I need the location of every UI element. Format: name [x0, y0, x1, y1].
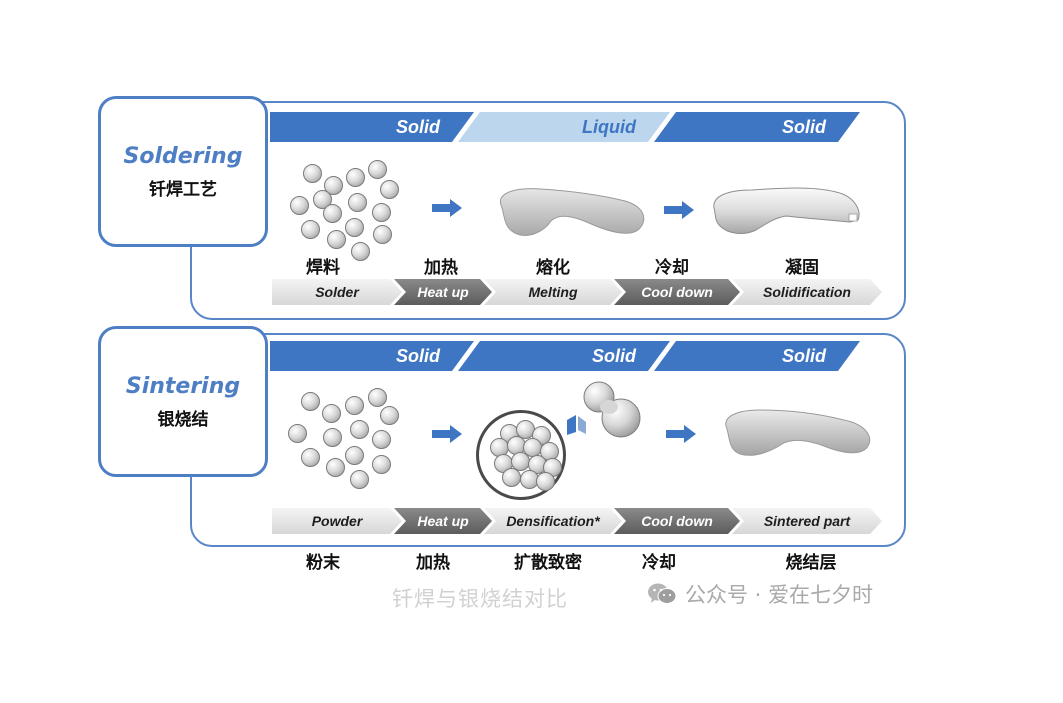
step-label: Heat up [417, 513, 469, 529]
particle [372, 203, 391, 222]
particle [380, 406, 399, 425]
soldering-phase-2: Liquid [458, 112, 670, 142]
particle [372, 455, 391, 474]
soldering-step-2: Heat up [394, 279, 492, 305]
particle [380, 180, 399, 199]
particle [373, 225, 392, 244]
cool-down-arrow-icon [664, 201, 694, 219]
sintering-title-box: Sintering 银烧结 [98, 326, 268, 477]
particle [301, 448, 320, 467]
phase-label: Solid [396, 116, 440, 137]
sintered-part-shape [725, 409, 871, 456]
particle [323, 428, 342, 447]
sintering-phase-1: Solid [270, 341, 474, 371]
soldering-step-1: Solder [272, 279, 402, 305]
sintering-phase-3: Solid [654, 341, 860, 371]
phase-label: Solid [396, 345, 440, 366]
particle [536, 472, 555, 491]
molten-solder-shape [500, 188, 645, 236]
phase-label: Liquid [582, 116, 636, 137]
soldering-title-zh: 钎焊工艺 [149, 179, 217, 200]
watermark-text: 公众号 · 爱在七夕时 [685, 583, 874, 607]
sintering-step-5: Sintered part [732, 508, 882, 534]
heat-up-arrow-icon [432, 199, 462, 217]
sintering-neck-icon [583, 381, 641, 438]
zoom-indicator-icon [567, 415, 586, 435]
particle [368, 388, 387, 407]
particle [345, 396, 364, 415]
particle [351, 242, 370, 261]
particle [322, 404, 341, 423]
sintering-step-4: Cool down [614, 508, 740, 534]
particle [348, 193, 367, 212]
particle [290, 196, 309, 215]
particle [350, 420, 369, 439]
soldering-phase-1: Solid [270, 112, 474, 142]
particle [301, 392, 320, 411]
particle [303, 164, 322, 183]
step-label: Melting [528, 284, 578, 300]
soldering-label-zh-4: 冷却 [655, 258, 689, 278]
soldering-label-zh-2: 加热 [424, 258, 458, 278]
soldering-title-box: Soldering 钎焊工艺 [98, 96, 268, 247]
soldering-label-zh-5: 凝固 [785, 258, 819, 278]
soldering-phase-3: Solid [654, 112, 860, 142]
step-label: Solder [315, 284, 359, 300]
step-label: Densification* [506, 513, 600, 529]
particle [346, 168, 365, 187]
particle [327, 230, 346, 249]
particle [288, 424, 307, 443]
soldering-step-3: Melting [484, 279, 622, 305]
step-label: Cool down [641, 513, 713, 529]
cool-down-arrow-icon [666, 425, 696, 443]
soldering-title-en: Soldering [123, 143, 243, 169]
phase-label: Solid [592, 345, 636, 366]
soldering-step-5: Solidification [732, 279, 882, 305]
soldering-label-zh-3: 熔化 [536, 258, 570, 278]
step-label: Solidification [763, 284, 851, 300]
sintering-label-zh-5: 烧结层 [785, 553, 837, 573]
soldering-label-zh-1: 焊料 [306, 258, 340, 278]
particle [368, 160, 387, 179]
sintering-step-1: Powder [272, 508, 402, 534]
sintering-label-zh-3: 扩散致密 [514, 553, 582, 573]
particle [372, 430, 391, 449]
particle [345, 446, 364, 465]
particle [324, 176, 343, 195]
sintering-title-zh: 银烧结 [157, 409, 209, 430]
soldering-step-4: Cool down [614, 279, 740, 305]
heat-up-arrow-icon [432, 425, 462, 443]
particle [350, 470, 369, 489]
particle [301, 220, 320, 239]
particle [323, 204, 342, 223]
sintering-title-en: Sintering [125, 373, 241, 399]
step-label: Sintered part [763, 513, 851, 529]
particle [502, 468, 521, 487]
sintering-label-zh-2: 加热 [416, 553, 450, 573]
step-label: Cool down [641, 284, 713, 300]
step-label: Powder [311, 513, 363, 529]
phase-label: Solid [782, 345, 826, 366]
phase-label: Solid [782, 116, 826, 137]
watermark: 公众号 · 爱在七夕时 [647, 579, 873, 609]
solidified-solder-shape [713, 187, 860, 234]
step-label: Heat up [417, 284, 469, 300]
particle [345, 218, 364, 237]
sintering-step-3: Densification* [484, 508, 622, 534]
ghost-caption: 钎焊与银烧结对比 [392, 587, 568, 611]
sintering-label-zh-4: 冷却 [642, 553, 676, 573]
sintering-phase-2: Solid [458, 341, 670, 371]
wechat-icon [648, 583, 677, 604]
particle [326, 458, 345, 477]
sintering-label-zh-1: 粉末 [306, 553, 340, 573]
sintering-step-2: Heat up [394, 508, 492, 534]
